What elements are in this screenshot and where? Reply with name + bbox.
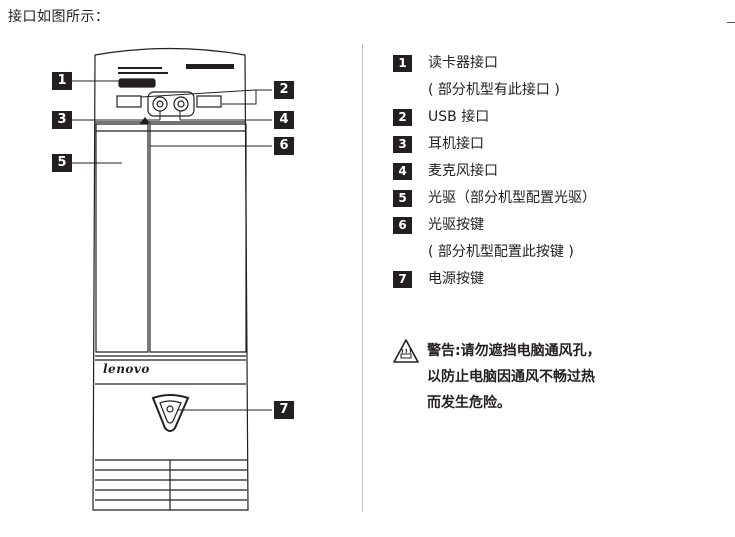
warning-block: 警告:请勿遮挡电脑通风孔， 以防止电脑因通风不畅过热 而发生危险。 xyxy=(393,338,723,416)
legend-label: 光驱（部分机型配置光驱） xyxy=(428,190,596,206)
legend-note: ( 部分机型有此接口 ) xyxy=(428,82,560,98)
legend-number: 2 xyxy=(393,109,412,126)
callout-5: 5 xyxy=(52,154,72,172)
callout-3: 3 xyxy=(52,111,72,129)
legend-item-optical-drive: 5 光驱（部分机型配置光驱） xyxy=(393,185,733,212)
warning-line-3: 而发生危险。 xyxy=(427,395,511,411)
legend-number: 7 xyxy=(393,271,412,288)
legend-number: 1 xyxy=(393,55,412,72)
warning-hot-icon xyxy=(393,339,419,363)
legend-item-microphone: 4 麦克风接口 xyxy=(393,158,733,185)
warning-line-2: 以防止电脑因通风不畅过热 xyxy=(427,369,595,385)
callout-2: 2 xyxy=(274,81,294,99)
computer-front-figure: 1 2 3 4 5 6 7 lenovo xyxy=(0,0,345,537)
callout-1: 1 xyxy=(52,72,72,90)
warning-text: 警告:请勿遮挡电脑通风孔， 以防止电脑因通风不畅过热 而发生危险。 xyxy=(427,338,723,416)
intro-text: 接口如图所示： xyxy=(8,9,110,25)
legend-label: 读卡器接口 xyxy=(428,55,498,71)
legend-item-eject-button: 6 光驱按键 ( 部分机型配置此按键 ) xyxy=(393,212,733,266)
legend-item-card-reader: 1 读卡器接口 ( 部分机型有此接口 ) xyxy=(393,50,733,104)
callout-7: 7 xyxy=(274,401,294,419)
legend-item-power-button: 7 电源按键 xyxy=(393,266,733,293)
tower-drawing xyxy=(72,47,272,511)
legend-number: 6 xyxy=(393,217,412,234)
legend-label: USB 接口 xyxy=(428,109,490,125)
page-edge-mark xyxy=(727,22,735,23)
legend-item-headphone: 3 耳机接口 xyxy=(393,131,733,158)
brand-logo: lenovo xyxy=(103,362,150,376)
legend-number: 4 xyxy=(393,163,412,180)
legend-number: 3 xyxy=(393,136,412,153)
legend-note: ( 部分机型配置此按键 ) xyxy=(428,244,574,260)
legend-label: 光驱按键 xyxy=(428,217,484,233)
port-legend: 1 读卡器接口 ( 部分机型有此接口 ) 2 USB 接口 3 耳机接口 4 麦… xyxy=(393,50,733,293)
legend-item-usb: 2 USB 接口 xyxy=(393,104,733,131)
legend-label: 麦克风接口 xyxy=(428,163,498,179)
legend-label: 电源按键 xyxy=(428,271,484,287)
legend-label: 耳机接口 xyxy=(428,136,484,152)
warning-line-1: 警告:请勿遮挡电脑通风孔， xyxy=(427,343,601,359)
legend-number: 5 xyxy=(393,190,412,207)
callout-6: 6 xyxy=(274,137,294,155)
column-divider xyxy=(362,44,363,512)
callout-4: 4 xyxy=(274,111,294,129)
